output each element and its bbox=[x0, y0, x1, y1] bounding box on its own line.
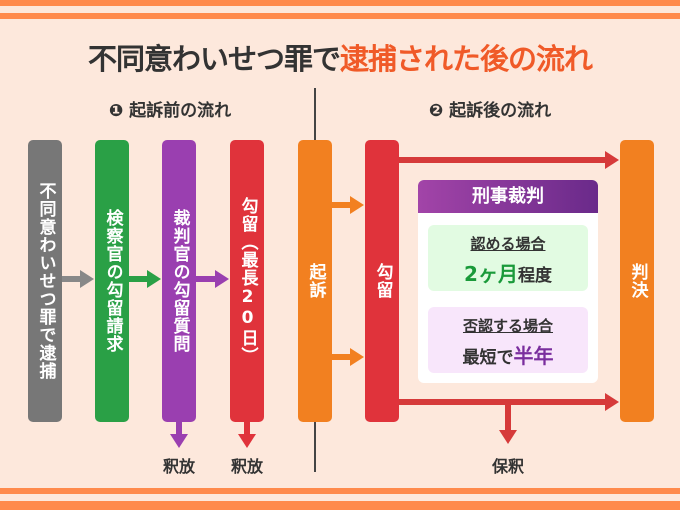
admit-box: 認める場合 2ヶ月程度 bbox=[428, 225, 588, 291]
bail-label: 保釈 bbox=[491, 457, 524, 476]
arrow-right-icon bbox=[332, 196, 364, 214]
section-after-heading: ❷ 起訴後の流れ bbox=[428, 101, 552, 121]
step-indictment: 起訴 bbox=[298, 140, 332, 422]
arrow-right-icon bbox=[196, 270, 229, 288]
arrow-down-icon bbox=[238, 422, 256, 448]
step-judge-questioning: 裁判官の勾留質問 bbox=[162, 140, 196, 422]
arrow-right-icon bbox=[332, 348, 364, 366]
arrow-down-icon bbox=[499, 402, 517, 444]
arrow-right-icon bbox=[399, 151, 619, 169]
arrow-down-icon bbox=[170, 422, 188, 448]
release-label: 釈放 bbox=[162, 457, 195, 476]
admit-label: 認める場合 bbox=[470, 235, 546, 253]
step-detention-before: 勾留（最長20日） bbox=[230, 140, 264, 422]
arrow-right-icon bbox=[129, 270, 161, 288]
bottom-stripe bbox=[0, 488, 680, 494]
deny-label: 否認する場合 bbox=[462, 317, 553, 335]
deny-box: 否認する場合 最短で半年 bbox=[428, 307, 588, 373]
deny-duration: 最短で半年 bbox=[462, 344, 554, 368]
top-stripe bbox=[0, 13, 680, 19]
step-detention-after: 勾留 bbox=[365, 140, 399, 422]
arrow-right-icon bbox=[62, 270, 94, 288]
step-prosecutor-request: 検察官の勾留請求 bbox=[95, 140, 129, 422]
trial-card: 刑事裁判 認める場合 2ヶ月程度 否認する場合 最短で半年 bbox=[418, 180, 598, 383]
arrow-right-icon bbox=[399, 393, 619, 411]
release-label: 釈放 bbox=[230, 457, 263, 476]
trial-header: 刑事裁判 bbox=[418, 180, 598, 213]
page-title: 不同意わいせつ罪で逮捕された後の流れ bbox=[87, 42, 593, 76]
section-before-heading: ❶ 起訴前の流れ bbox=[108, 101, 232, 121]
bottom-stripe bbox=[0, 501, 680, 510]
step-verdict: 判決 bbox=[620, 140, 654, 422]
top-stripe bbox=[0, 0, 680, 6]
admit-duration: 2ヶ月程度 bbox=[464, 262, 552, 286]
step-arrest: 不同意わいせつ罪で逮捕 bbox=[28, 140, 62, 422]
